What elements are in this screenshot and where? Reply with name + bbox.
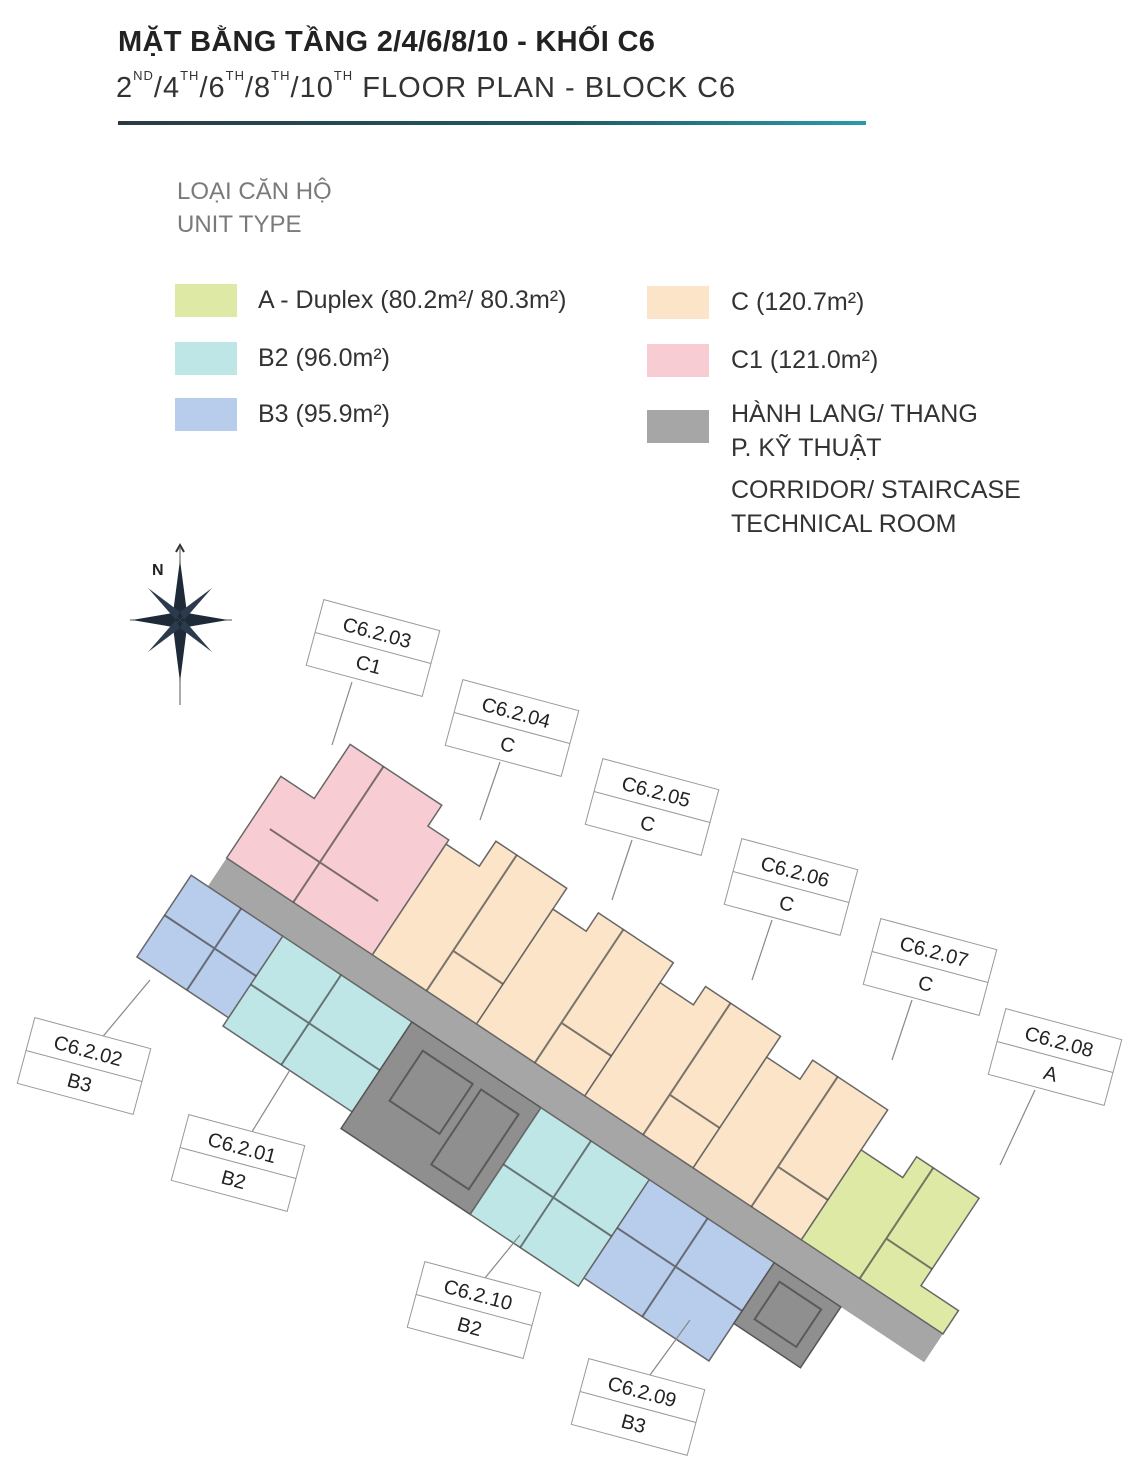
compass-north-label: N xyxy=(152,562,164,579)
unit-type: C xyxy=(777,892,797,917)
unit-tag-c6-2-01[interactable]: C6.2.01 B2 xyxy=(170,1069,306,1212)
unit-tag-c6-2-03[interactable]: C6.2.03 C1 xyxy=(305,599,441,746)
legend-label-b2: B2 (96.0m²) xyxy=(258,344,390,372)
legend-swatch-c1 xyxy=(647,344,709,377)
legend-swatch-b3 xyxy=(175,398,237,431)
stair-core-east xyxy=(732,1261,842,1369)
legend-swatch-corridor xyxy=(647,410,709,443)
legend-label-c: C (120.7m²) xyxy=(731,288,865,316)
unit-type: A xyxy=(1041,1062,1060,1087)
legend-label-corridor-vi-1: HÀNH LANG/ THANG xyxy=(731,400,978,428)
unit-tag-c6-2-09[interactable]: C6.2.09 B3 xyxy=(570,1319,706,1456)
page-title: MẶT BẰNG TẦNG 2/4/6/8/10 - KHỐI C6 xyxy=(118,26,656,58)
legend-heading-vi: LOẠI CĂN HỘ xyxy=(177,178,332,205)
legend-swatch-c xyxy=(647,286,709,319)
unit-tag-c6-2-07[interactable]: C6.2.07 C xyxy=(862,918,998,1061)
legend-label-corridor-en-1: CORRIDOR/ STAIRCASE xyxy=(731,476,1021,504)
legend-label-a: A - Duplex (80.2m²/ 80.3m²) xyxy=(258,286,567,314)
legend-label-c1: C1 (121.0m²) xyxy=(731,346,879,374)
title-divider xyxy=(118,121,866,125)
unit-tag-c6-2-02[interactable]: C6.2.02 B3 xyxy=(16,979,152,1115)
unit-tag-c6-2-05[interactable]: C6.2.05 C xyxy=(584,758,720,901)
interior-walls xyxy=(164,765,935,1349)
corridor xyxy=(207,858,943,1363)
unit-tag-c6-2-04[interactable]: C6.2.04 C xyxy=(444,679,580,821)
unit-tag-c6-2-08[interactable]: C6.2.08 A xyxy=(987,1008,1123,1166)
unit-tag-c6-2-06[interactable]: C6.2.06 C xyxy=(723,838,859,981)
legend-heading: LOẠI CĂN HỘ UNIT TYPE xyxy=(177,175,332,241)
compass-rose-icon: N xyxy=(130,542,232,705)
unit-type: C xyxy=(498,733,518,758)
legend-label-corridor-en-2: TECHNICAL ROOM xyxy=(731,510,957,538)
legend-label-b3: B3 (95.9m²) xyxy=(258,400,390,428)
unit-c6-2-09-shape xyxy=(582,1178,776,1362)
page-subtitle: 2ND/4TH/6TH/8TH/10TH FLOOR PLAN - BLOCK … xyxy=(116,68,737,104)
building-block-c6 xyxy=(135,743,981,1369)
unit-type: C xyxy=(638,812,658,837)
unit-tag-c6-2-10[interactable]: C6.2.10 B2 xyxy=(406,1234,542,1359)
legend-swatch-a xyxy=(175,284,237,317)
legend-heading-en: UNIT TYPE xyxy=(177,211,302,238)
legend-swatch-b2 xyxy=(175,342,237,375)
unit-type: C xyxy=(916,972,936,997)
legend-label-corridor-vi-2: P. KỸ THUẬT xyxy=(731,434,882,462)
